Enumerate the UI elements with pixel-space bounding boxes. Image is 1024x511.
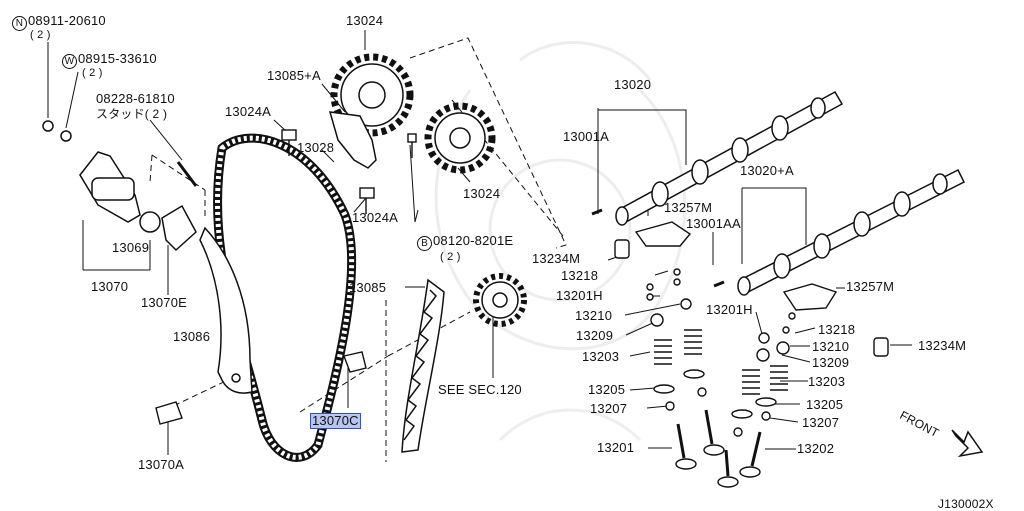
crank-sprocket [473,273,527,327]
stud-number: 08228-61810 [96,91,175,106]
part-13024-mid: 13024 [463,186,501,201]
circled-w-symbol: W [62,54,77,69]
dashed-assembly-lines [149,37,567,462]
part-13207-left: 13207 [590,401,628,416]
camshaft-exhaust [737,168,966,296]
part-13218-left: 13218 [561,268,599,283]
circled-n-symbol: N [12,16,27,31]
part-13001a: 13001A [563,129,610,144]
part-13234m-right: 13234M [918,338,967,353]
camshaft-intake [615,90,844,226]
stud-text: スタッド( 2 ) [96,107,168,121]
part-13070c-highlighted[interactable]: 13070C [310,413,361,429]
part-13218-right: 13218 [818,322,856,337]
part-13257m-right: 13257M [846,279,895,294]
part-13205-right: 13205 [806,397,844,412]
see-section-note: SEE SEC.120 [438,382,522,397]
part-13070e: 13070E [141,295,188,310]
front-arrow [951,429,984,458]
chain-tensioner [42,120,198,252]
part-13024-top: 13024 [346,13,384,28]
part-13085a: 13085+A [267,68,321,83]
part-13020a: 13020+A [740,163,794,178]
part-13257m-left: 13257M [664,200,713,215]
part-13024a-top: 13024A [225,104,272,119]
valve-train-parts [591,208,889,488]
part-13070: 13070 [91,279,129,294]
part-13207-right: 13207 [802,415,840,430]
bolt-w-number: 08915-33610 [78,51,157,66]
part-13085: 13085 [349,280,387,295]
part-13020: 13020 [614,77,652,92]
part-13201: 13201 [597,440,635,455]
part-13201h-right: 13201H [706,302,753,317]
part-13202: 13202 [797,441,835,456]
part-13205-left: 13205 [588,382,626,397]
bolt-b-qty: ( 2 ) [440,251,461,263]
part-13203-right: 13203 [808,374,846,389]
part-13203-left: 13203 [582,349,620,364]
part-13209-right: 13209 [812,355,850,370]
part-13201h-left: 13201H [556,288,603,303]
part-13069: 13069 [112,240,150,255]
bolt-n-number: 08911-20610 [28,13,106,28]
bolt-w-qty: ( 2 ) [82,67,103,79]
leader-lines [47,30,912,455]
part-13028: 13028 [297,140,335,155]
part-13210-right: 13210 [812,339,850,354]
drawing-code: J130002X [938,497,994,511]
slack-guide [199,226,253,394]
cam-sprocket-upper [330,53,414,137]
upper-chain-guide [328,111,377,169]
part-13086: 13086 [173,329,211,344]
bolt-b-number: 08120-8201E [433,233,514,248]
part-13024a-mid: 13024A [352,210,399,225]
bolt-n-qty: ( 2 ) [30,29,51,41]
part-13001aa: 13001AA [686,216,741,231]
cam-sprocket-lower [424,102,496,174]
bolts [155,129,417,425]
part-13209-left: 13209 [576,328,614,343]
circled-b-symbol: B [417,236,432,251]
part-13234m-left: 13234M [532,251,581,266]
part-13210-left: 13210 [575,308,613,323]
part-13070a: 13070A [138,457,185,472]
tension-guide [401,278,445,453]
